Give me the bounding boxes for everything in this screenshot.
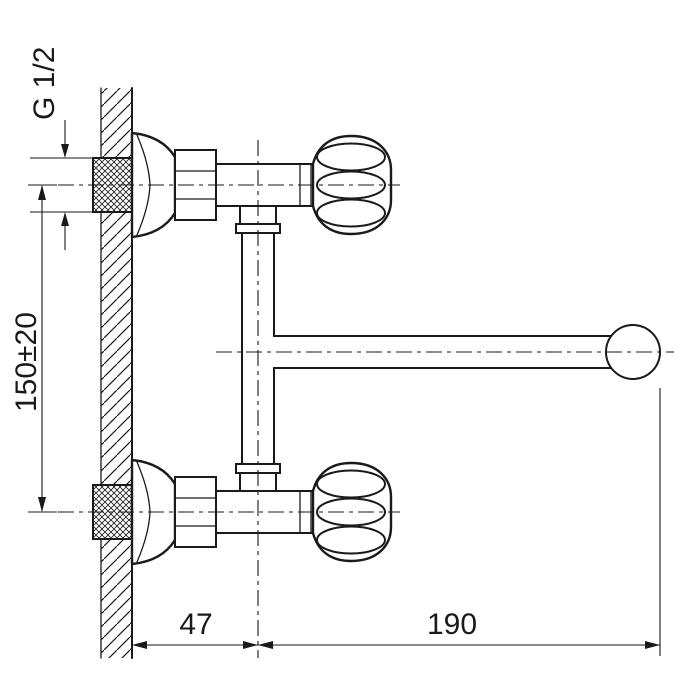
dimension-bottom-row: 47 190 bbox=[132, 388, 661, 656]
arrow-right bbox=[645, 641, 660, 649]
spout-length-label: 190 bbox=[427, 608, 477, 641]
arrow-left bbox=[132, 641, 147, 649]
dimension-connection-spacing: 150±20 bbox=[10, 184, 57, 513]
centerlines bbox=[58, 140, 674, 658]
handle-lobe bbox=[316, 198, 386, 228]
arrow-down bbox=[61, 144, 69, 158]
arrow-down bbox=[38, 497, 46, 512]
wall-to-axis-label: 47 bbox=[179, 608, 212, 641]
arrow-up bbox=[61, 212, 69, 226]
dimension-thread-size: G 1/2 bbox=[28, 47, 92, 250]
connection-spacing-label: 150±20 bbox=[10, 312, 43, 412]
handle-lobe bbox=[316, 142, 386, 172]
arrow-right bbox=[243, 641, 258, 649]
thread-size-label: G 1/2 bbox=[28, 47, 61, 120]
arrow-up bbox=[38, 185, 46, 200]
arrow-left bbox=[258, 641, 273, 649]
